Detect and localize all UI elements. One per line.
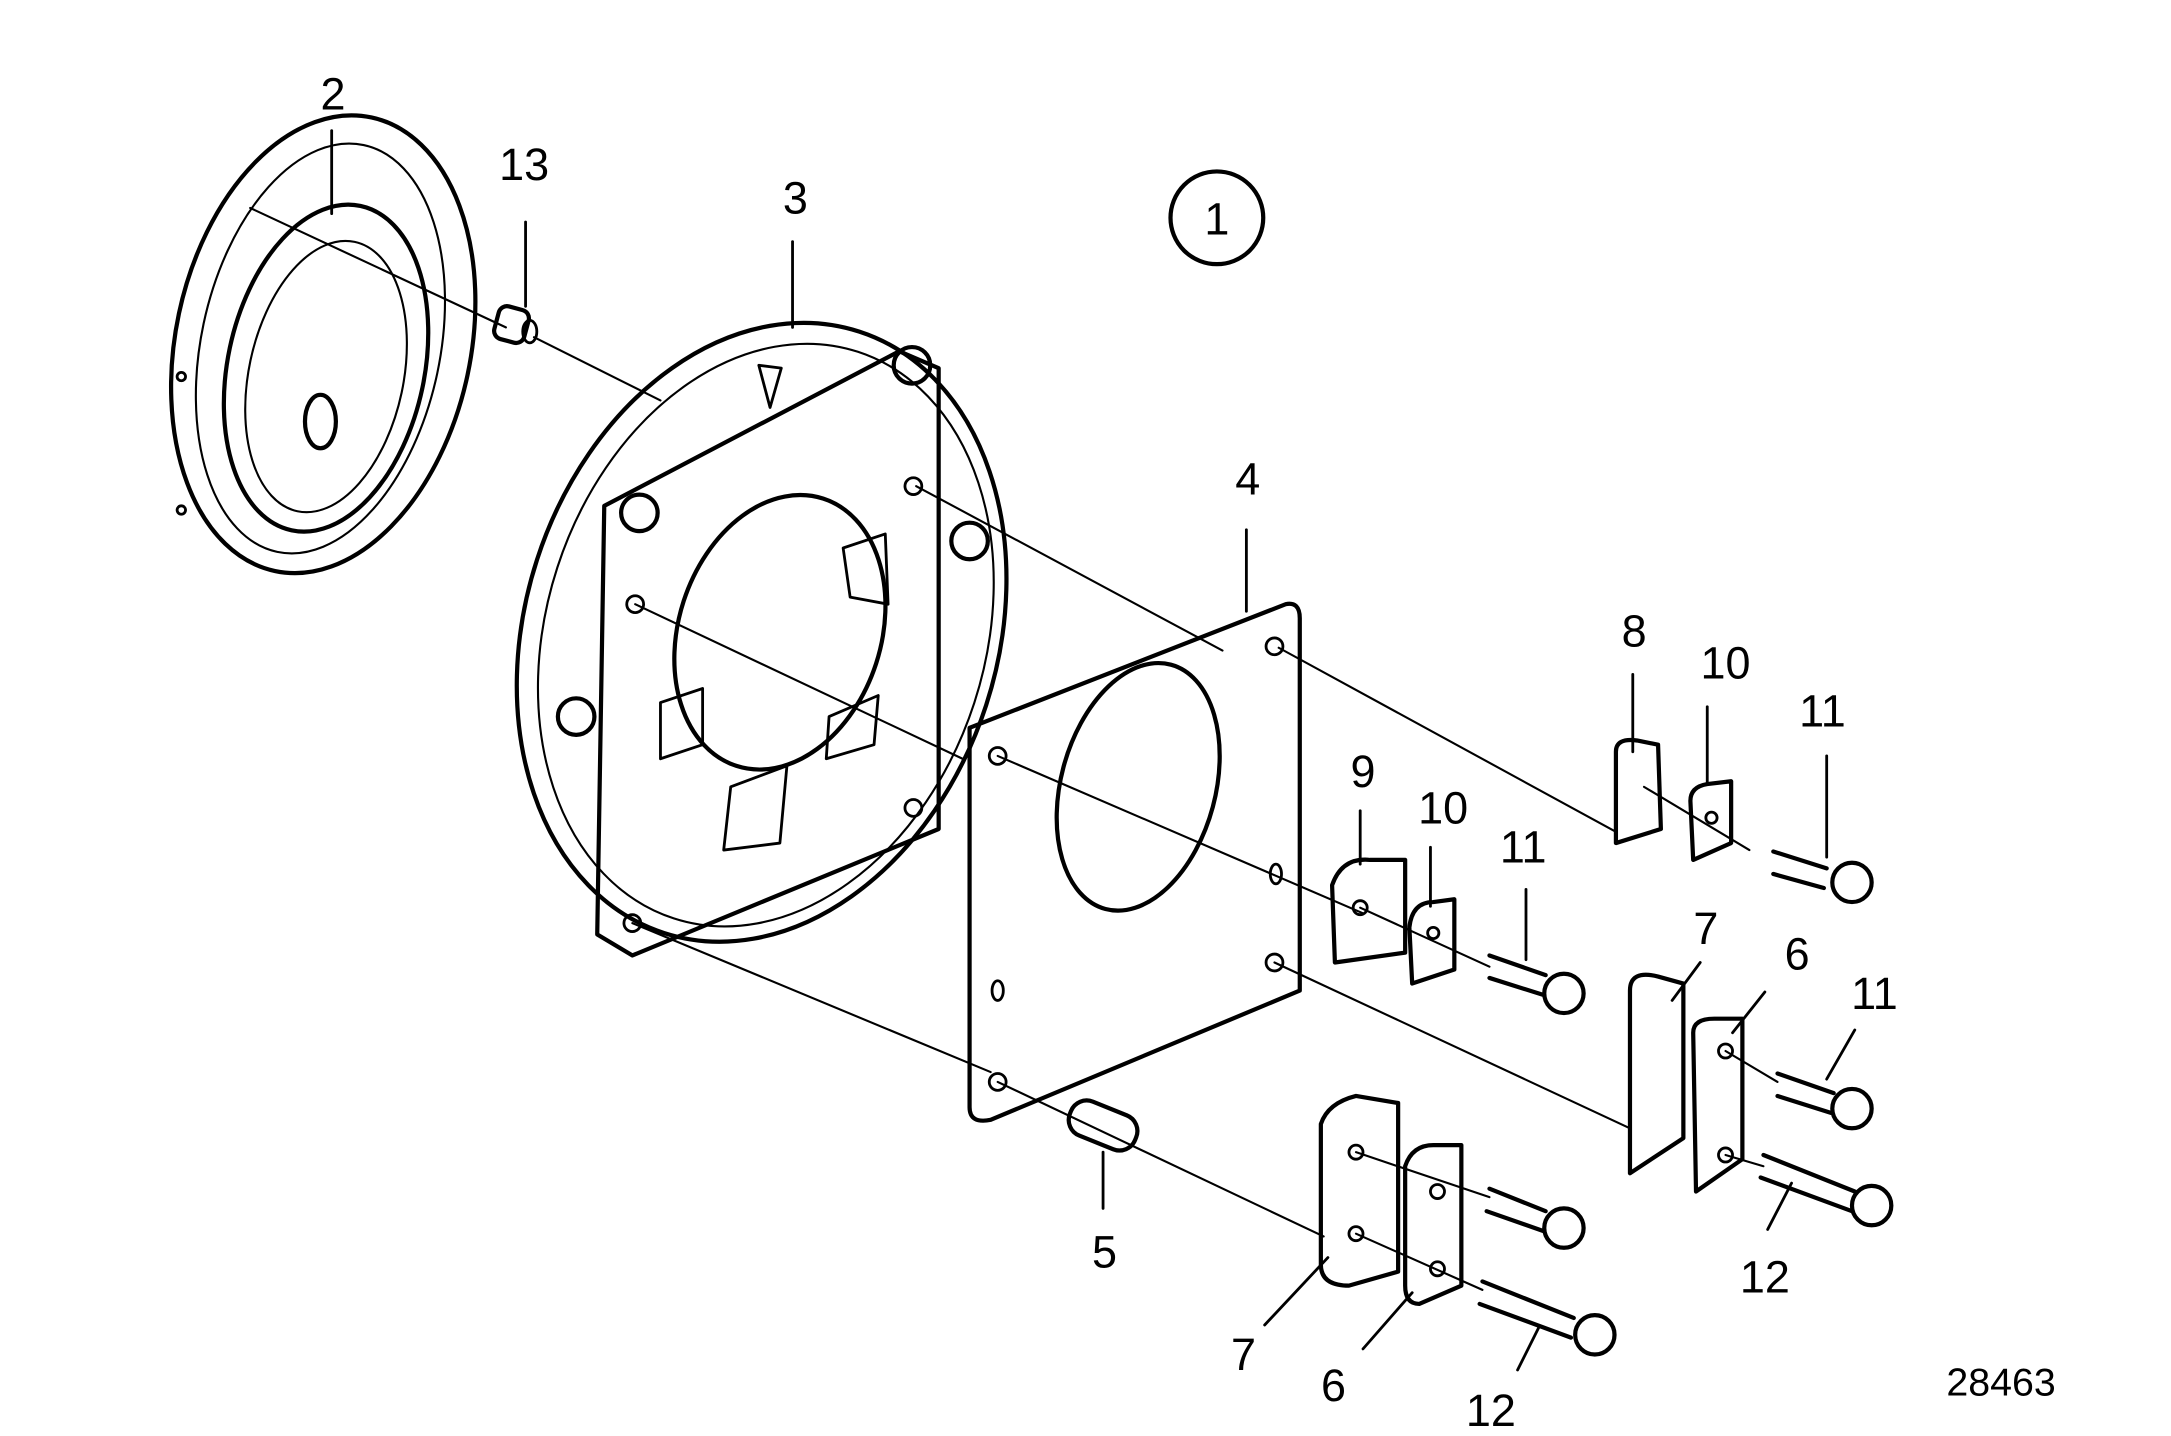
callout-4: 4 <box>1235 454 1260 505</box>
part-3-housing <box>514 320 1009 958</box>
callout-6-lower: 6 <box>1321 1360 1346 1411</box>
callout-8: 8 <box>1622 605 1647 656</box>
part-4-gasket-plate <box>967 601 1302 1123</box>
bolt-11-middle <box>1487 953 1586 1016</box>
callout-6-upper: 6 <box>1785 929 1810 980</box>
bolt-12-lower <box>1477 1279 1617 1357</box>
bolt-12-upper <box>1758 1152 1894 1228</box>
view-marker-number: 1 <box>1204 194 1229 245</box>
callout-7-upper: 7 <box>1693 903 1718 954</box>
bracket-7-lower <box>1318 1093 1401 1288</box>
bracket-8 <box>1613 737 1663 846</box>
part-5-spacer <box>1066 1098 1140 1153</box>
callout-7-lower: 7 <box>1231 1329 1256 1380</box>
callout-5: 5 <box>1092 1226 1117 1277</box>
bolt-11-lower <box>1775 1071 1874 1131</box>
plate-6-upper <box>1691 1016 1745 1194</box>
plate-6-lower <box>1403 1143 1464 1307</box>
bolt-12-mid <box>1484 1186 1586 1250</box>
callout-10-upper: 10 <box>1701 638 1751 689</box>
washer-10-upper <box>1688 779 1734 863</box>
callout-9: 9 <box>1350 746 1375 797</box>
part-2-cover <box>168 113 478 576</box>
callout-11-lower: 11 <box>1851 968 1898 1019</box>
callout-12-upper: 12 <box>1740 1252 1790 1303</box>
callout-12-lower: 12 <box>1466 1385 1516 1436</box>
bolt-11-upper <box>1771 849 1874 905</box>
part-13-bushing <box>492 304 539 346</box>
leader-lines <box>330 129 1857 1372</box>
assembly-lines <box>249 206 1779 1291</box>
callout-10-lower: 10 <box>1418 782 1468 833</box>
bracket-9 <box>1329 857 1408 965</box>
washer-10-lower <box>1407 897 1457 986</box>
callout-11-middle: 11 <box>1500 822 1547 873</box>
callout-11-upper: 11 <box>1799 685 1846 736</box>
callout-3: 3 <box>783 173 808 224</box>
view-marker: 1 <box>1168 169 1266 267</box>
callout-13: 13 <box>499 139 549 190</box>
drawing-reference-number: 28463 <box>1946 1360 2055 1404</box>
bracket-7-upper <box>1627 972 1686 1176</box>
callout-2: 2 <box>321 69 346 120</box>
